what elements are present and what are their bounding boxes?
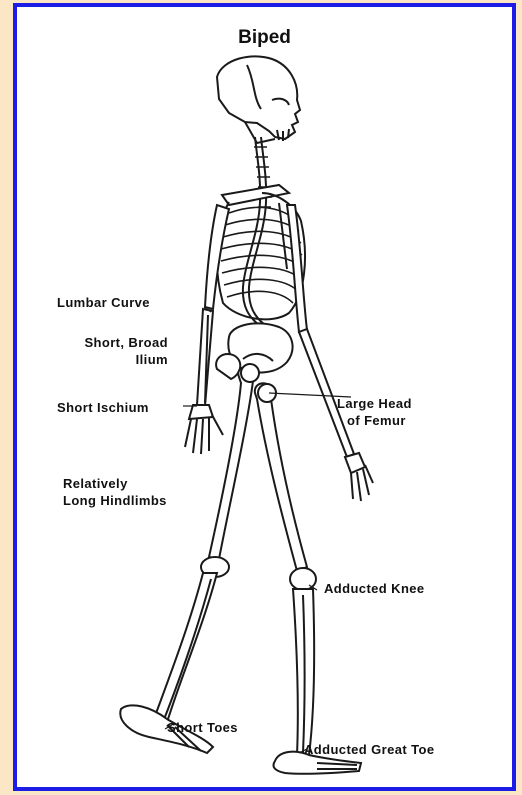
label-adducted-knee: Adducted Knee xyxy=(324,580,425,597)
label-short-ischium: Short Ischium xyxy=(57,399,149,416)
label-short-broad-ilium: Short, Broad Ilium xyxy=(58,334,168,368)
figure-frame: Biped xyxy=(13,3,516,791)
label-lumbar-curve: Lumbar Curve xyxy=(57,294,150,311)
skull xyxy=(217,56,300,143)
label-short-toes: Short Toes xyxy=(167,719,238,736)
right-hand xyxy=(345,453,373,501)
right-femur xyxy=(255,383,307,571)
label-relatively-long-hindlimbs: Relatively Long Hindlimbs xyxy=(63,475,167,509)
label-large-head-of-femur: Large Head of Femur xyxy=(337,395,412,429)
clavicle xyxy=(222,185,289,205)
right-forearm xyxy=(299,329,354,457)
left-hand xyxy=(185,405,223,454)
label-adducted-great-toe: Adducted Great Toe xyxy=(304,741,434,758)
left-shin xyxy=(151,573,217,729)
left-femur xyxy=(209,364,259,559)
skeleton-illustration xyxy=(17,7,512,787)
right-shin xyxy=(293,589,314,755)
left-humerus xyxy=(205,205,229,309)
